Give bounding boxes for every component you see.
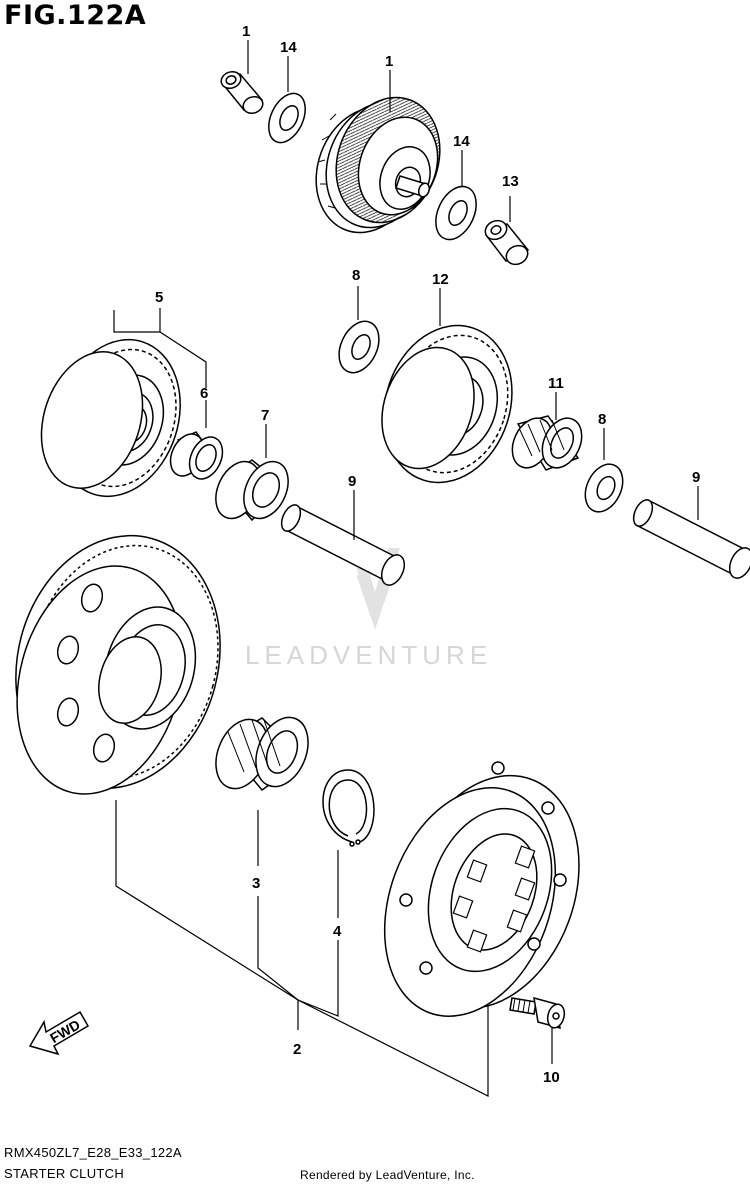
leader-lines <box>113 40 699 1097</box>
watermark-text: LEADVENTURE <box>245 640 492 670</box>
callouts: 1 14 1 14 13 8 12 5 6 7 11 8 9 9 3 4 2 1… <box>155 23 700 1086</box>
callout-10[interactable]: 11 <box>548 375 564 392</box>
part-2-starter-gear[interactable] <box>0 512 248 812</box>
part-5-idle-gear[interactable] <box>25 323 200 512</box>
callout-4[interactable]: 4 <box>333 923 342 940</box>
part-9-shaft-center[interactable] <box>278 502 409 589</box>
part-13-bushing-top[interactable] <box>219 69 265 116</box>
callout-3[interactable]: 3 <box>252 875 260 892</box>
callout-8-upper[interactable]: 8 <box>352 267 360 284</box>
callout-7[interactable]: 7 <box>261 407 269 424</box>
fwd-arrow-icon: FWD <box>28 1010 90 1056</box>
part-8-washer-lower[interactable] <box>578 458 630 518</box>
callout-14-top[interactable]: 14 <box>280 39 297 56</box>
part-2-one-way-clutch[interactable] <box>354 751 610 1041</box>
part-7-spacer[interactable] <box>207 454 297 525</box>
part-9-shaft-right[interactable] <box>630 497 750 582</box>
part-11-bolt[interactable] <box>509 996 567 1030</box>
callout-6[interactable]: 6 <box>200 385 208 402</box>
model-code: RMX450ZL7_E28_E33_122A <box>4 1145 182 1160</box>
rendered-by: Rendered by LeadVenture, Inc. <box>300 1168 475 1182</box>
part-13-bushing-right[interactable] <box>482 217 531 268</box>
callout-9-right[interactable]: 9 <box>692 469 700 486</box>
figure-title: FIG.122A <box>4 0 147 31</box>
callout-2[interactable]: 2 <box>293 1041 301 1058</box>
callout-13-top[interactable]: 1 <box>242 23 250 40</box>
callout-14-right[interactable]: 14 <box>453 133 470 150</box>
callout-1[interactable]: 1 <box>385 53 393 70</box>
part-8-washer-upper[interactable] <box>331 315 386 379</box>
part-14-washer-top[interactable] <box>262 88 313 149</box>
part-3-needle-bearing[interactable] <box>206 710 317 797</box>
callout-13-right[interactable]: 13 <box>502 173 519 190</box>
section-name: STARTER CLUTCH <box>4 1166 125 1181</box>
part-6-needle-bearing[interactable] <box>164 429 229 485</box>
callout-8-lower[interactable]: 8 <box>598 411 606 428</box>
callout-12[interactable]: 12 <box>432 271 449 288</box>
callout-9-center[interactable]: 9 <box>348 473 356 490</box>
part-12-idle-gear[interactable] <box>364 309 531 499</box>
callout-5[interactable]: 5 <box>155 289 163 306</box>
part-14-washer-right[interactable] <box>428 180 484 246</box>
part-4-circlip[interactable] <box>322 769 375 847</box>
part-1-gear-assembly[interactable] <box>299 83 457 247</box>
callout-11[interactable]: 10 <box>543 1069 560 1086</box>
part-10-needle-bearing[interactable] <box>505 412 590 474</box>
